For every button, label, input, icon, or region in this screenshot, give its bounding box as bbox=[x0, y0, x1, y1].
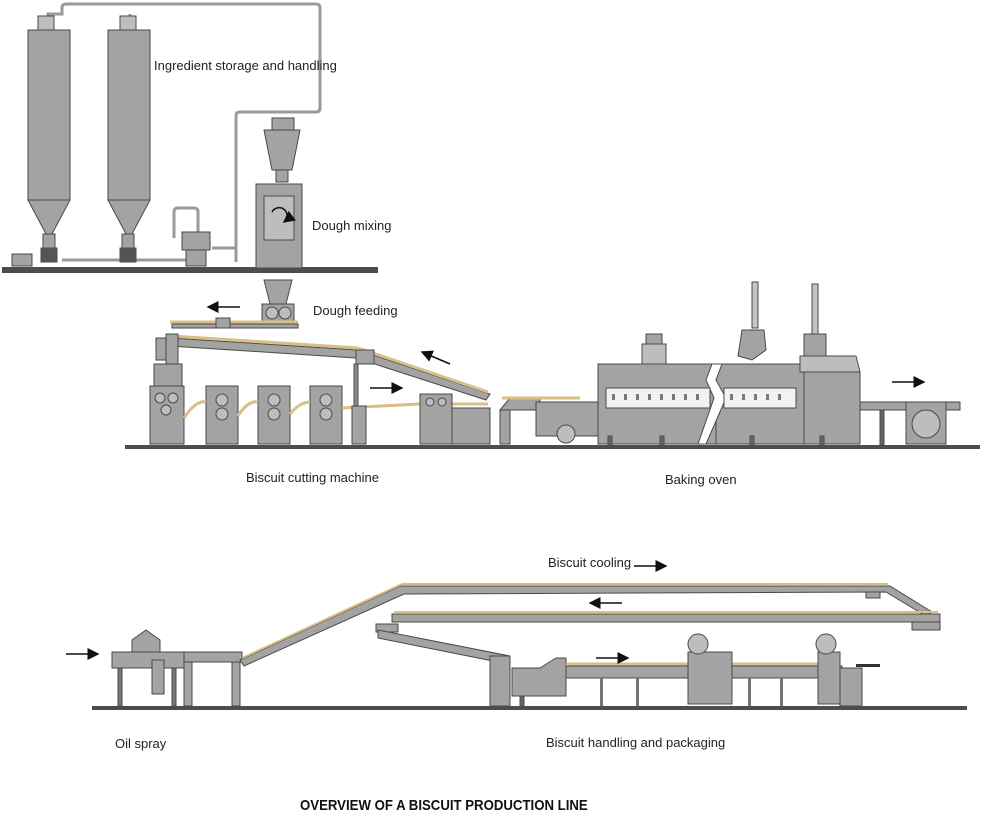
inlet-box bbox=[11, 253, 33, 267]
floor-forming bbox=[125, 445, 980, 449]
sheeter-feed-unit bbox=[149, 333, 185, 445]
gauge-roller-2 bbox=[257, 385, 291, 445]
rotary-cutter bbox=[419, 393, 491, 445]
packaging-line bbox=[565, 633, 880, 707]
label-ingredient-storage: Ingredient storage and handling bbox=[154, 58, 337, 73]
dough-mixer bbox=[255, 183, 303, 269]
dough-feeder bbox=[261, 279, 295, 323]
label-handling-packaging: Biscuit handling and packaging bbox=[546, 735, 726, 750]
oven-outfeed bbox=[819, 401, 961, 446]
forming-baking-section bbox=[125, 279, 980, 449]
feed-conveyor bbox=[170, 317, 299, 329]
dough-sheet bbox=[182, 400, 488, 419]
diagram-title: OVERVIEW OF A BISCUIT PRODUCTION LINE bbox=[300, 797, 588, 814]
relax-conveyor-support bbox=[351, 405, 367, 445]
oven-windows bbox=[605, 387, 797, 409]
baking-oven bbox=[597, 281, 861, 446]
label-dough-feeding: Dough feeding bbox=[313, 303, 398, 318]
floor-packaging bbox=[92, 706, 967, 710]
flow-arrow-icon bbox=[420, 350, 451, 365]
gauge-roller-3 bbox=[309, 385, 343, 445]
mixer-rotation-icon bbox=[271, 206, 296, 223]
floor-storage bbox=[2, 267, 378, 273]
label-oil-spray: Oil spray bbox=[115, 736, 167, 751]
label-biscuit-cooling: Biscuit cooling bbox=[548, 555, 632, 570]
biscuit-stacker bbox=[511, 657, 567, 707]
oven-infeed bbox=[498, 396, 599, 445]
silo-2 bbox=[107, 15, 151, 263]
pneumatic-blower bbox=[181, 231, 211, 267]
label-biscuit-cutting: Biscuit cutting machine bbox=[246, 470, 379, 485]
label-dough-mixing: Dough mixing bbox=[312, 218, 392, 233]
ingredient-storage-section bbox=[2, 2, 378, 273]
oil-spray-machine bbox=[111, 629, 243, 707]
packaging-infeed-conveyor bbox=[377, 629, 511, 707]
pipework bbox=[46, 2, 322, 262]
cooling-packaging-section bbox=[92, 583, 967, 710]
gauge-roller-1 bbox=[205, 385, 239, 445]
silo-1 bbox=[27, 15, 71, 263]
label-baking-oven: Baking oven bbox=[665, 472, 737, 487]
cooling-return-tier bbox=[375, 611, 941, 633]
mixer-feed-hopper bbox=[263, 117, 301, 183]
